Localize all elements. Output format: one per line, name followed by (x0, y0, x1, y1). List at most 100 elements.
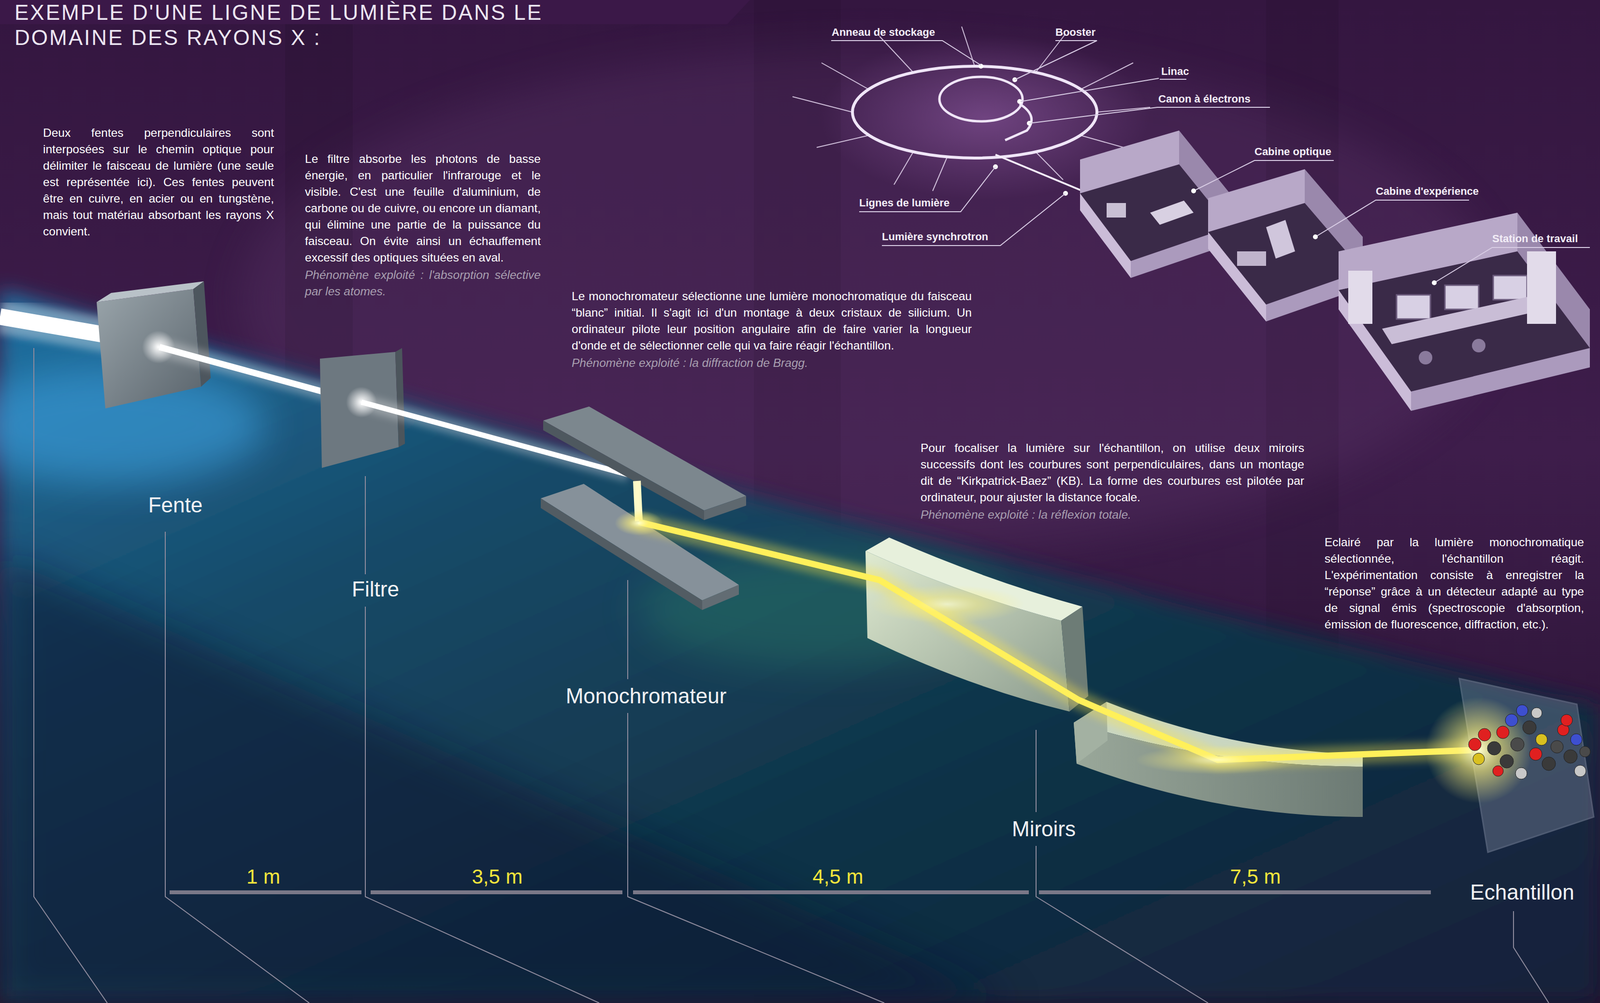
leader-lines-part (365, 606, 600, 1003)
leader-lines-part (33, 347, 108, 1003)
synchrotron-inset-part (1382, 294, 1547, 345)
synchrotron-inset-part-part (1159, 78, 1187, 80)
synchrotron-inset-part (1431, 280, 1437, 286)
synchrotron-inset-part (1312, 234, 1318, 240)
background-part (0, 555, 1015, 1003)
synchrotron-inset-part (1266, 219, 1296, 259)
synchrotron-inset-part-part (1029, 107, 1270, 124)
description-text: Deux fentes perpendiculaires sont interp… (43, 124, 274, 240)
synchrotron-inset-part (1348, 270, 1373, 324)
synchrotron-inset-part (1080, 130, 1180, 194)
synchrotron-inset-part-part (932, 157, 948, 191)
beamline-optics (0, 281, 1594, 852)
distance-bars (169, 890, 1431, 894)
synchrotron-inset-part-part (859, 166, 996, 212)
beamline-optics-part-part (1522, 720, 1537, 735)
leader-lines-part (1035, 729, 1037, 812)
beamline-optics-part-part (1560, 714, 1573, 726)
synchrotron-inset-part-part (1035, 151, 1064, 180)
synchrotron-inset-part (1005, 103, 1032, 141)
inset-label: Canon à électrons (1158, 92, 1251, 106)
synchrotron-inset-part-part (1434, 247, 1590, 283)
component-label: Monochromateur (534, 683, 758, 709)
synchrotron-inset-part (1418, 350, 1433, 365)
synchrotron-inset-part (852, 66, 1097, 159)
synchrotron-inset-part-part (792, 96, 853, 113)
beamline-optics-part (1073, 722, 1363, 817)
beamline-optics-part (540, 498, 703, 610)
synchrotron-inset-part-part (821, 62, 869, 90)
inset-label: Booster (1055, 25, 1096, 40)
synchrotron-inset-part (1493, 275, 1528, 300)
beamline-optics-part-part (1478, 728, 1491, 741)
leader-lines-part (165, 531, 310, 1003)
synchrotron-inset (792, 26, 1590, 411)
synchrotron-inset-part (995, 154, 1083, 191)
beamline-optics-part (1135, 745, 1300, 775)
beamline-optics-part-part (1542, 756, 1556, 771)
beamline-optics-part-part (1579, 746, 1591, 757)
inset-label: Anneau de stockage (831, 25, 936, 40)
beamline-optics-part-part (1574, 764, 1586, 777)
phenomenon-note: Phénomène exploité : la réflexion totale… (920, 506, 1305, 523)
synchrotron-inset-part (1150, 200, 1194, 225)
beamline-optics-part (614, 510, 664, 536)
inset-label: Cabine d'expérience (1375, 184, 1479, 199)
synchrotron-inset-part-part (1014, 40, 1097, 80)
phenomenon-note: Phénomène exploité : l'absorption sélect… (304, 266, 541, 300)
distance-label: 4,5 m (779, 864, 896, 889)
distance-bars-part (370, 890, 623, 894)
beamline-optics-part-part (1550, 740, 1564, 753)
leader-lines-part (1513, 910, 1549, 1003)
beamline-optics-part-part (1492, 765, 1504, 777)
synchrotron-inset-part (1208, 231, 1267, 322)
synchrotron-inset-part-part (831, 40, 981, 66)
leader-lines-part (364, 475, 366, 575)
beamline-optics-part-part (1570, 733, 1583, 746)
distance-bars-part (1038, 890, 1431, 894)
beamline-optics-part-part (1516, 704, 1528, 717)
beamline-optics-part-part (1505, 713, 1518, 727)
beamline-optics-part-part (1563, 749, 1578, 764)
beamline-optics-part (869, 584, 1025, 624)
page-title: EXEMPLE D'UNE LIGNE DE LUMIÈRE DANS LE D… (14, 0, 571, 51)
beamline-optics-part-part (1510, 737, 1525, 751)
inset-label: Lignes de lumière (859, 196, 950, 210)
synchrotron-inset-part (1208, 169, 1305, 232)
beamline-optics-part (193, 281, 211, 387)
synchrotron-inset-part (1191, 188, 1197, 194)
synchrotron-inset-part-part (1193, 160, 1334, 191)
beamline-optics-part-part (1487, 741, 1501, 755)
synchrotron-inset-part-part (893, 151, 914, 185)
synchrotron-inset-part-part (816, 135, 869, 148)
beamline-optics-part (702, 584, 739, 610)
component-label: Echantillon (1449, 879, 1595, 905)
distance-label: 7,5 m (1197, 864, 1314, 889)
leader-lines (33, 347, 1549, 1003)
synchrotron-inset-part (1527, 251, 1557, 324)
description-text: Le filtre absorbe les photons de basse é… (304, 150, 541, 266)
distance-label: 3,5 m (439, 864, 556, 889)
synchrotron-inset-part-part (1080, 62, 1134, 90)
synchrotron-inset-part-part (1315, 200, 1470, 237)
synchrotron-inset-part-part (879, 36, 914, 73)
beamline-optics-part-part (1531, 707, 1543, 719)
component-label: Filtre (278, 576, 473, 602)
synchrotron-inset-part (1237, 251, 1267, 266)
description-text: Le monochromateur sélectionne une lumièr… (571, 288, 972, 354)
beamline-optics-part-part (1496, 725, 1510, 739)
leader-lines-part (627, 579, 629, 679)
inset-label: Station de travail (1492, 231, 1578, 246)
beamline-optics-part (704, 495, 747, 520)
synchrotron-inset-part-part (1020, 78, 1159, 102)
beamline-optics-part-part (1535, 733, 1548, 746)
phenomenon-note: Phénomène exploité : la diffraction de B… (571, 354, 972, 372)
beamline-optics-part-part (1472, 752, 1485, 765)
synchrotron-inset-part (939, 76, 1023, 122)
synchrotron-inset-part (1411, 347, 1590, 411)
leader-lines-part (1036, 845, 1209, 1003)
component-label: Miroirs (947, 816, 1141, 842)
inset-label: Linac (1161, 64, 1189, 79)
